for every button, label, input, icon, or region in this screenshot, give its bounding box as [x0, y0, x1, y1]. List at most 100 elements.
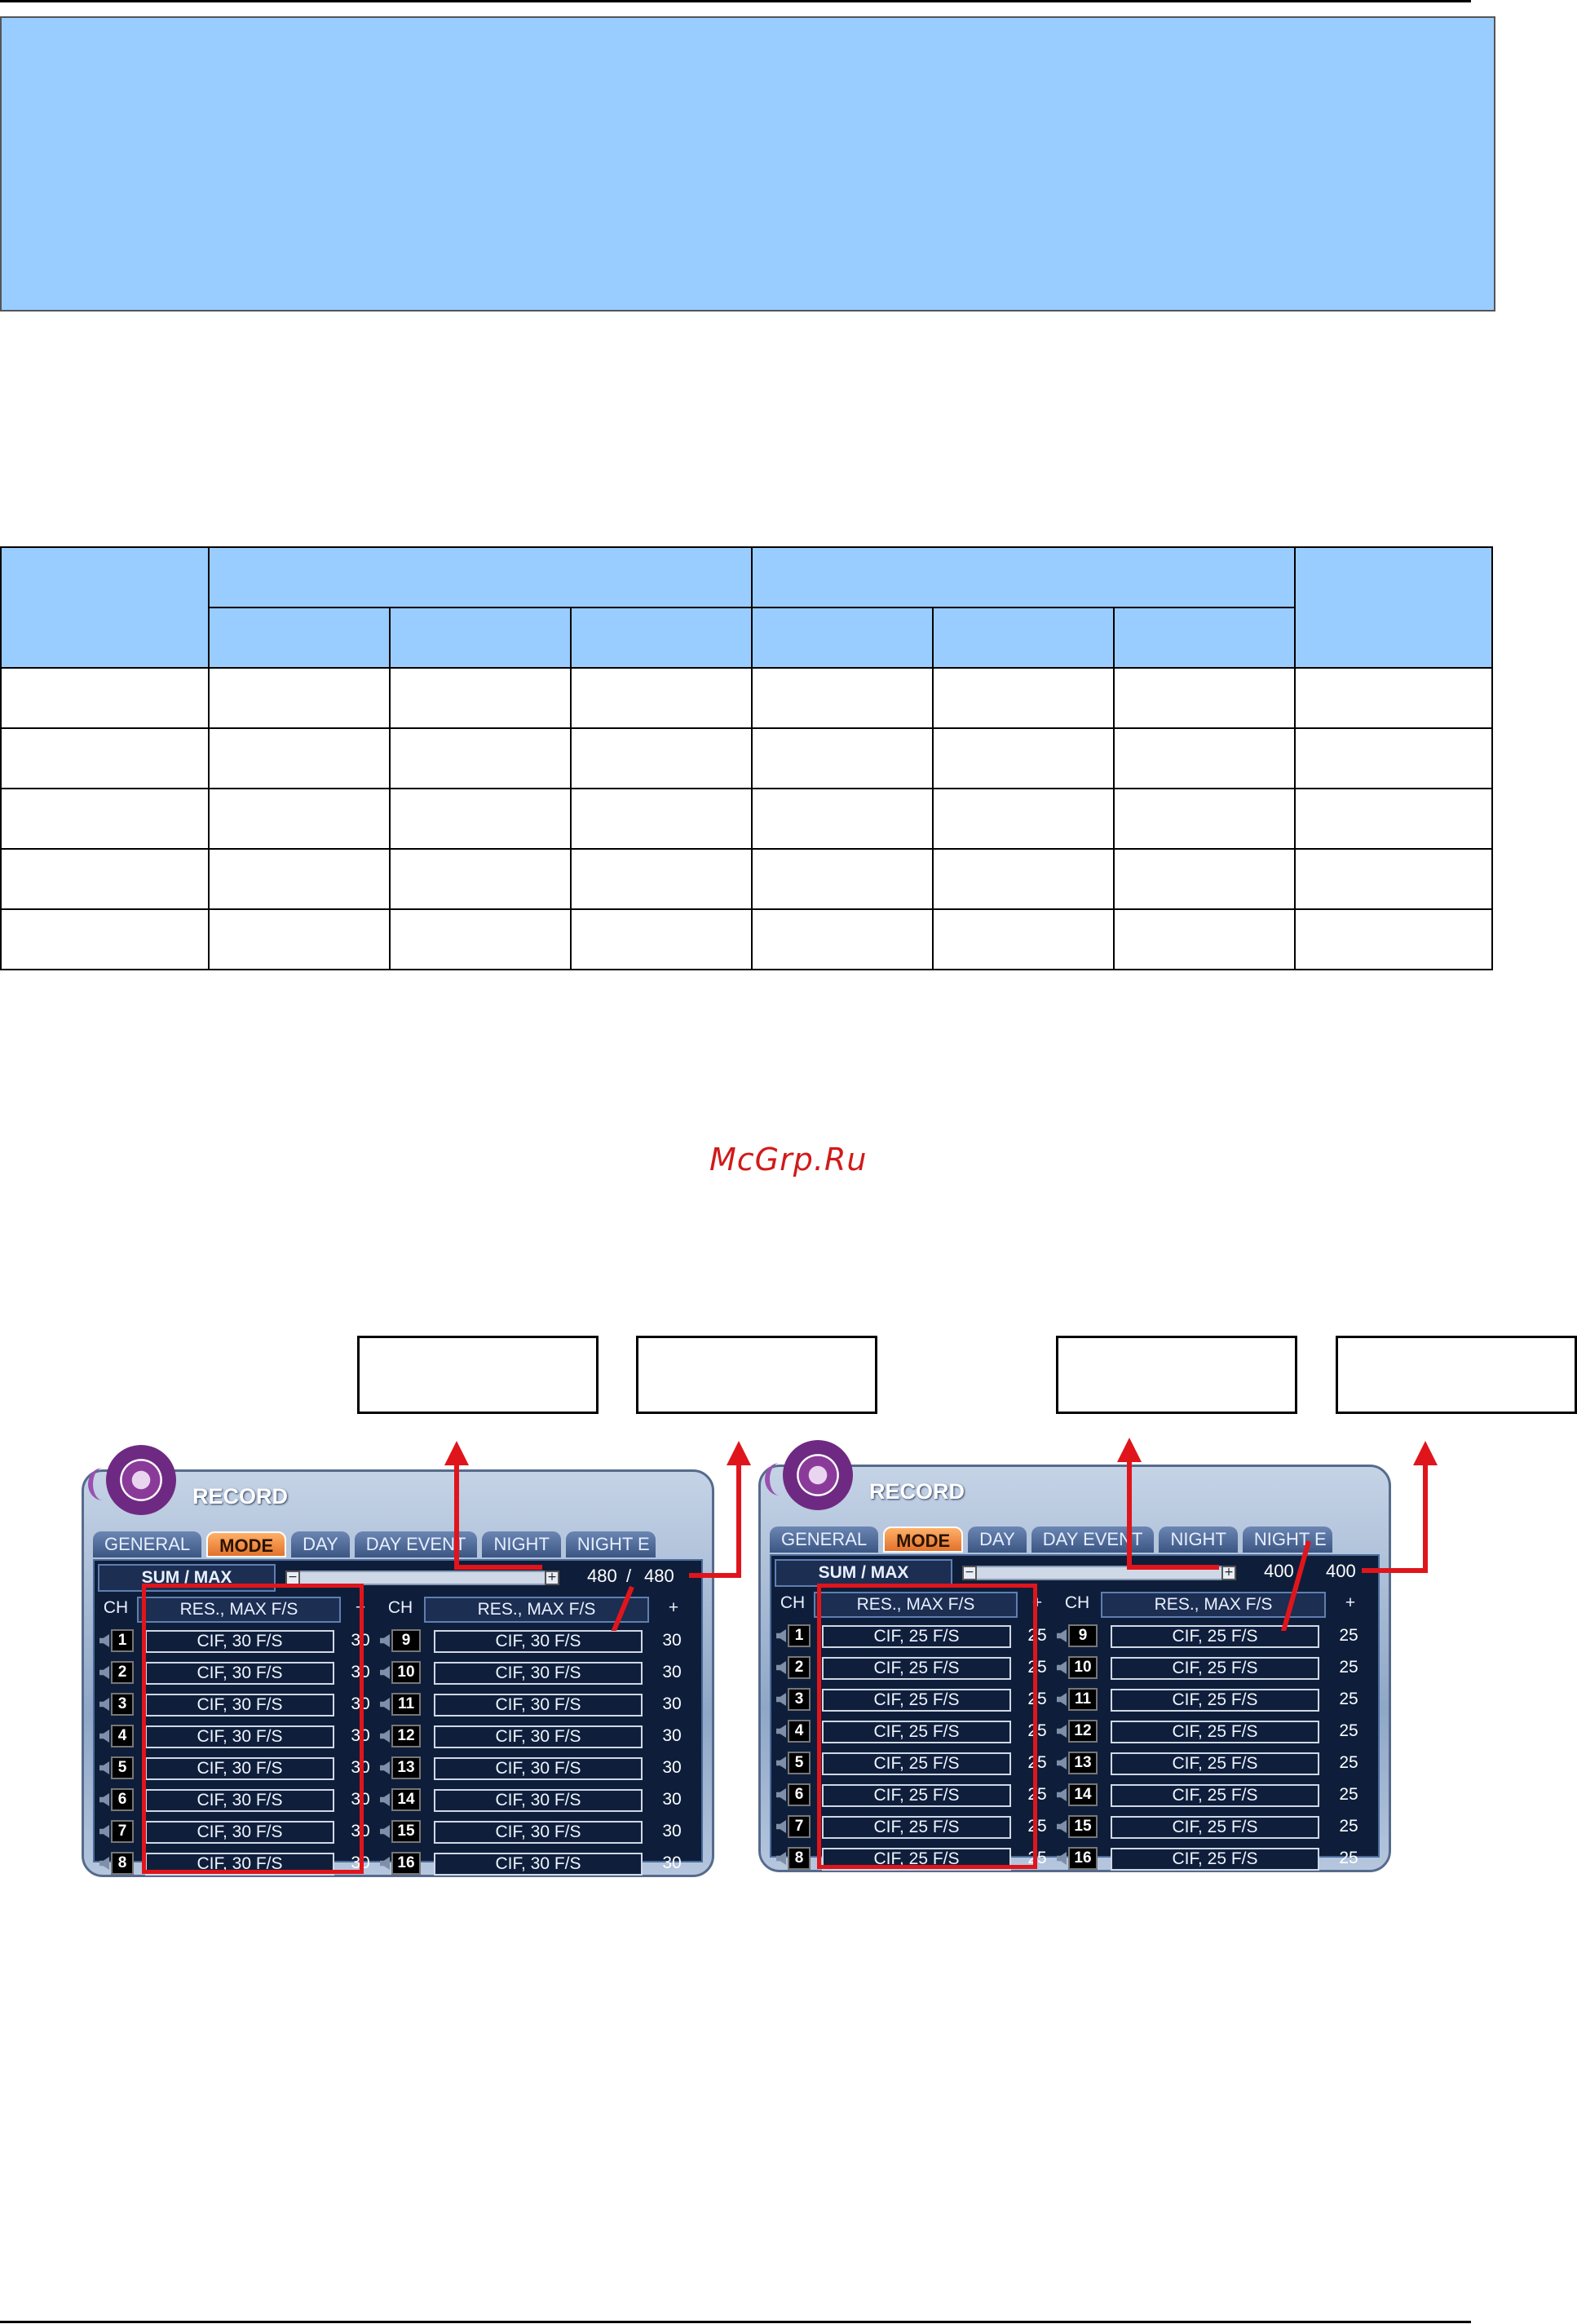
resolution-setting[interactable]: CIF, 25 F/S [822, 1784, 1011, 1807]
resolution-setting[interactable]: CIF, 25 F/S [822, 1848, 1011, 1871]
tab-mode[interactable]: MODE [883, 1527, 964, 1553]
resolution-setting[interactable]: CIF, 30 F/S [145, 1725, 334, 1748]
resolution-setting[interactable]: CIF, 30 F/S [145, 1694, 334, 1716]
fps-value: 30 [662, 1726, 682, 1745]
tab-day-event[interactable]: DAY EVENT [1031, 1527, 1155, 1553]
speaker-icon [99, 1666, 109, 1679]
resolution-setting[interactable]: CIF, 30 F/S [145, 1789, 334, 1812]
callout-box-4 [1336, 1336, 1577, 1414]
channel-number: 14 [391, 1788, 421, 1811]
channel-number: 1 [788, 1624, 811, 1647]
plus-icon[interactable]: + [1221, 1566, 1236, 1580]
channel-number: 5 [788, 1752, 811, 1774]
resolution-setting[interactable]: CIF, 30 F/S [434, 1694, 643, 1716]
speaker-icon [99, 1857, 109, 1870]
table-header-cell [570, 607, 753, 669]
ch-header: CH [780, 1593, 806, 1612]
fps-value: 30 [662, 1694, 682, 1713]
tab-general[interactable]: GENERAL [93, 1531, 202, 1557]
fps-value: 30 [662, 1631, 682, 1650]
speaker-icon [380, 1666, 390, 1679]
resolution-setting[interactable]: CIF, 25 F/S [1111, 1689, 1319, 1712]
channel-number: 3 [788, 1688, 811, 1711]
speaker-icon [99, 1793, 109, 1806]
channel-number: 16 [391, 1852, 421, 1875]
resolution-setting[interactable]: CIF, 25 F/S [822, 1657, 1011, 1680]
record-mode-grid: SUM / MAX − + 400 400 CH RES., MAX F/S +… [770, 1554, 1380, 1871]
resolution-setting[interactable]: CIF, 30 F/S [434, 1821, 643, 1844]
resolution-setting[interactable]: CIF, 30 F/S [145, 1630, 334, 1653]
fps-value: 30 [662, 1790, 682, 1809]
panel-title: RECORD [192, 1484, 289, 1509]
resolution-setting[interactable]: CIF, 30 F/S [145, 1662, 334, 1685]
speaker-icon [380, 1761, 390, 1774]
resolution-setting[interactable]: CIF, 30 F/S [434, 1757, 643, 1780]
resolution-setting[interactable]: CIF, 30 F/S [434, 1630, 643, 1653]
resolution-setting[interactable]: CIF, 30 F/S [145, 1821, 334, 1844]
speaker-icon [1057, 1693, 1067, 1706]
resolution-setting[interactable]: CIF, 25 F/S [822, 1625, 1011, 1648]
channel-number: 8 [111, 1852, 134, 1875]
resolution-setting[interactable]: CIF, 30 F/S [434, 1662, 643, 1685]
record-panel-30fps: RECORD GENERAL MODE DAY DAY EVENT NIGHT … [82, 1445, 714, 1877]
fps-value: 25 [1339, 1690, 1358, 1708]
tab-night[interactable]: NIGHT [1159, 1527, 1238, 1553]
resolution-setting[interactable]: CIF, 25 F/S [1111, 1721, 1319, 1743]
speaker-icon [776, 1820, 786, 1833]
resolution-setting[interactable]: CIF, 30 F/S [434, 1853, 643, 1876]
tab-day[interactable]: DAY [291, 1531, 350, 1557]
ch-header: CH [387, 1598, 413, 1617]
channel-number: 12 [391, 1725, 421, 1747]
sum-slider[interactable]: − + [962, 1566, 1236, 1580]
resolution-setting[interactable]: CIF, 25 F/S [1111, 1816, 1319, 1839]
resolution-setting[interactable]: CIF, 30 F/S [434, 1725, 643, 1748]
callout-box-2 [636, 1336, 877, 1414]
tab-bar: GENERAL MODE DAY DAY EVENT NIGHT NIGHT E [770, 1527, 1332, 1554]
fps-value: 30 [662, 1853, 682, 1872]
blue-note-box [0, 16, 1495, 311]
tab-mode[interactable]: MODE [206, 1531, 287, 1557]
plus-icon[interactable]: + [545, 1571, 559, 1585]
channel-number: 13 [391, 1756, 421, 1779]
tab-night[interactable]: NIGHT [482, 1531, 561, 1557]
resolution-setting[interactable]: CIF, 25 F/S [1111, 1784, 1319, 1807]
tab-night-event[interactable]: NIGHT E [565, 1531, 656, 1557]
table-row [0, 727, 1493, 789]
minus-icon[interactable]: − [962, 1566, 977, 1580]
resolution-setting[interactable]: CIF, 25 F/S [822, 1752, 1011, 1775]
resolution-setting[interactable]: CIF, 25 F/S [822, 1689, 1011, 1712]
speaker-icon [99, 1634, 109, 1647]
tab-general[interactable]: GENERAL [770, 1527, 879, 1553]
resolution-setting[interactable]: CIF, 25 F/S [1111, 1625, 1319, 1648]
resolution-setting[interactable]: CIF, 30 F/S [434, 1789, 643, 1812]
speaker-icon [380, 1698, 390, 1711]
channel-number: 3 [111, 1693, 134, 1716]
tab-night-event[interactable]: NIGHT E [1242, 1527, 1332, 1553]
speaker-icon [1057, 1820, 1067, 1833]
tab-day[interactable]: DAY [968, 1527, 1027, 1553]
speaker-icon [776, 1629, 786, 1642]
tab-day-event[interactable]: DAY EVENT [354, 1531, 478, 1557]
resolution-setting[interactable]: CIF, 25 F/S [822, 1721, 1011, 1743]
fps-value: 25 [1339, 1721, 1358, 1740]
sum-slider[interactable]: − + [285, 1571, 559, 1585]
channel-number: 15 [1068, 1815, 1098, 1838]
sum-value: 480 [587, 1566, 617, 1586]
res-header: RES., MAX F/S [814, 1592, 1018, 1618]
channel-number: 7 [111, 1820, 134, 1843]
resolution-setting[interactable]: CIF, 25 F/S [1111, 1752, 1319, 1775]
watermark-text: McGrp.Ru [709, 1142, 868, 1177]
max-value: 400 [1326, 1561, 1356, 1581]
table-row [0, 848, 1493, 910]
resolution-setting[interactable]: CIF, 25 F/S [1111, 1657, 1319, 1680]
resolution-setting[interactable]: CIF, 25 F/S [1111, 1848, 1319, 1871]
max-value: 480 [644, 1566, 674, 1586]
channel-number: 6 [788, 1783, 811, 1806]
resolution-setting[interactable]: CIF, 30 F/S [145, 1757, 334, 1780]
panel-title: RECORD [869, 1479, 965, 1504]
resolution-setting[interactable]: CIF, 25 F/S [822, 1816, 1011, 1839]
channel-number: 1 [111, 1629, 134, 1652]
callout-box-1 [357, 1336, 599, 1414]
